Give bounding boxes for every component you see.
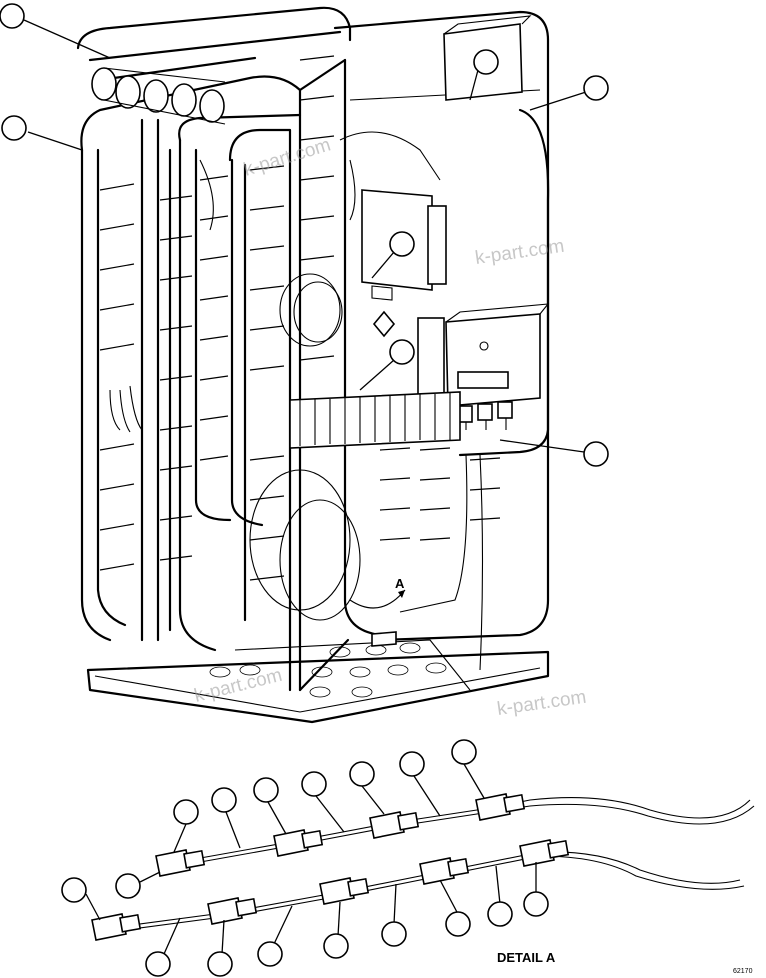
watermark-4: k-part.com	[496, 687, 588, 720]
callout-bubble-1	[0, 3, 25, 29]
watermark-2: k-part.com	[474, 236, 566, 269]
callout-bubble-7	[583, 441, 609, 467]
detail-a-title: DETAIL A	[497, 950, 556, 965]
controller-module	[417, 303, 550, 430]
drawing-number: 62170	[733, 968, 753, 975]
connector-row-lower	[91, 839, 570, 941]
callouts-upper	[0, 3, 609, 467]
cylinder-components	[91, 67, 226, 125]
base-plate-holes	[209, 642, 447, 698]
diamond-marker	[372, 310, 396, 338]
terminal-strip	[289, 391, 461, 449]
connector-row-upper	[155, 793, 526, 877]
callout-bubble-4	[583, 75, 609, 101]
electrical-cabinet-frame	[76, 6, 550, 724]
detail-a-marker: A	[349, 576, 406, 609]
callout-bubble-5	[389, 231, 415, 257]
callouts-detail-a	[61, 739, 549, 977]
detail-a-callout-letter: A	[395, 576, 405, 591]
watermark-3: k-part.com	[192, 665, 284, 707]
wire-ties	[99, 55, 501, 581]
callout-bubble-3	[473, 49, 499, 75]
detail-a-harness	[91, 793, 755, 941]
callout-bubble-2	[1, 115, 27, 141]
base-connector	[371, 631, 397, 647]
watermark-1: k-part.com	[241, 134, 333, 180]
wire-loops	[109, 131, 441, 621]
callout-bubble-6	[389, 339, 415, 365]
